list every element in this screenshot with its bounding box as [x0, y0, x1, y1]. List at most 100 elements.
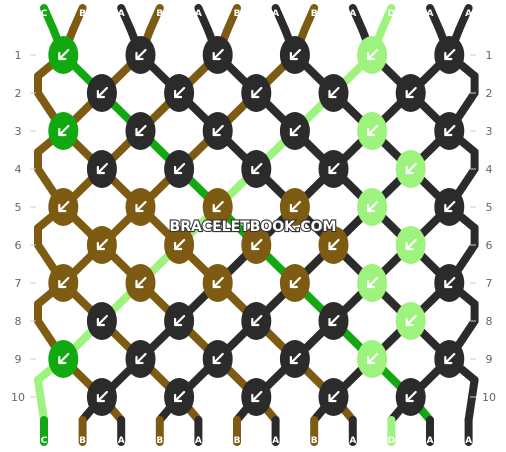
thread-segment [271, 4, 290, 34]
arrow-down-left-icon [289, 276, 301, 289]
arrow-down-left-icon [174, 390, 186, 403]
knot [395, 378, 426, 416]
arrow-down-left-icon [289, 124, 301, 137]
arrow-down-left-icon [289, 352, 301, 365]
row-label-right: 9 [486, 353, 493, 366]
string-label-top: A [427, 9, 434, 19]
arrow-down-left-icon [405, 238, 417, 251]
row-label-left: 3 [15, 125, 22, 138]
row-label-right: 7 [486, 277, 493, 290]
arrow-down-left-icon [174, 314, 186, 327]
knot [86, 74, 117, 112]
string-label-bottom: A [427, 436, 434, 446]
string-label-bottom: A [118, 436, 125, 446]
knot [279, 188, 310, 226]
thread-segment [146, 4, 164, 34]
knot [202, 112, 233, 150]
knot [48, 340, 79, 378]
knot [357, 188, 388, 226]
arrow-down-left-icon [251, 86, 263, 99]
knot [241, 226, 272, 264]
string-label-top: C [41, 9, 48, 19]
string-label-bottom: A [465, 436, 472, 446]
string-label-top: A [465, 9, 472, 19]
knot [164, 74, 195, 112]
string-label-bottom: C [41, 436, 48, 446]
string-label-top: B [234, 9, 241, 19]
arrow-down-left-icon [367, 276, 379, 289]
arrow-down-left-icon [251, 314, 263, 327]
knot [86, 302, 117, 340]
thread-segment [34, 376, 48, 424]
arrow-down-left-icon [96, 86, 108, 99]
knot [241, 150, 272, 188]
row-label-left: 10 [11, 391, 25, 404]
arrow-down-left-icon [96, 162, 108, 175]
arrow-down-left-icon [174, 86, 186, 99]
knot [48, 264, 79, 302]
thread-segment [40, 4, 58, 34]
arrow-down-left-icon [251, 162, 263, 175]
row-label-left: 4 [15, 163, 22, 176]
arrow-down-left-icon [174, 238, 186, 251]
row-label-left: 7 [15, 277, 22, 290]
row-label-right: 10 [482, 391, 496, 404]
knot [48, 188, 79, 226]
row-label-right: 1 [486, 49, 493, 62]
string-label-bottom: B [156, 436, 163, 446]
knot [434, 36, 465, 74]
knot [125, 112, 156, 150]
arrow-down-left-icon [444, 276, 456, 289]
knot [357, 340, 388, 378]
row-label-left: 5 [15, 201, 22, 214]
arrow-down-left-icon [212, 276, 224, 289]
knot [164, 226, 195, 264]
string-label-top: B [79, 9, 86, 19]
thread-segment [194, 4, 213, 34]
arrow-down-left-icon [58, 352, 70, 365]
arrow-down-left-icon [212, 48, 224, 61]
knot [241, 74, 272, 112]
arrow-down-left-icon [367, 124, 379, 137]
arrow-down-left-icon [444, 352, 456, 365]
string-label-top: B [156, 9, 163, 19]
knot [318, 150, 349, 188]
thread-segment [348, 4, 367, 34]
arrow-down-left-icon [328, 314, 340, 327]
arrow-down-left-icon [96, 238, 108, 251]
knot [395, 226, 426, 264]
arrow-down-left-icon [444, 200, 456, 213]
knot [434, 112, 465, 150]
arrow-down-left-icon [135, 200, 147, 213]
arrow-down-left-icon [367, 48, 379, 61]
row-label-left: 2 [15, 87, 22, 100]
arrow-down-left-icon [212, 352, 224, 365]
arrow-down-left-icon [58, 276, 70, 289]
arrow-down-left-icon [405, 86, 417, 99]
thread-segment [300, 4, 319, 34]
arrow-down-left-icon [251, 390, 263, 403]
knot [357, 112, 388, 150]
arrow-down-left-icon [405, 390, 417, 403]
arrow-down-left-icon [135, 48, 147, 61]
knot [125, 188, 156, 226]
arrow-down-left-icon [174, 162, 186, 175]
thread-segment [377, 4, 396, 34]
row-label-right: 5 [486, 201, 493, 214]
arrow-down-left-icon [328, 390, 340, 403]
knot-layer [48, 36, 465, 416]
arrow-down-left-icon [58, 124, 70, 137]
knot [125, 36, 156, 74]
knot [86, 150, 117, 188]
knot [241, 378, 272, 416]
row-label-left: 8 [15, 315, 22, 328]
thread-segment [454, 4, 473, 34]
knot [241, 302, 272, 340]
knot [279, 264, 310, 302]
arrow-down-left-icon [212, 200, 224, 213]
arrow-down-left-icon [135, 352, 147, 365]
string-label-bottom: A [272, 436, 279, 446]
arrow-down-left-icon [367, 352, 379, 365]
row-label-right: 3 [486, 125, 493, 138]
